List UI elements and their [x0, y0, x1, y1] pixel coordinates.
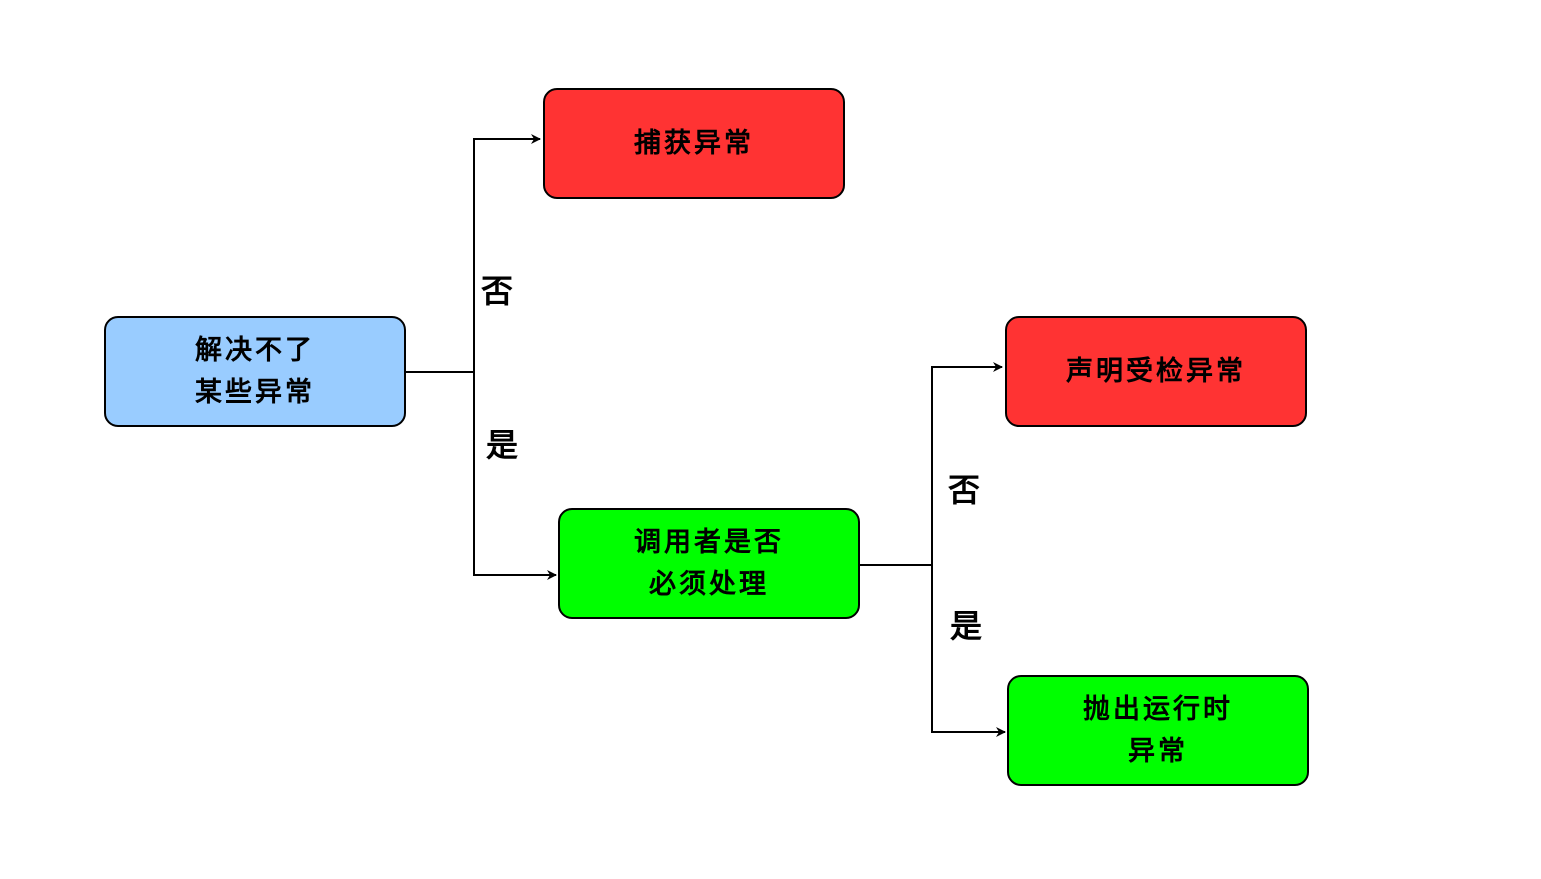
node-catch-exception[interactable]: 捕获异常 [543, 88, 845, 199]
node-caller-must-handle[interactable]: 调用者是否 必须处理 [558, 508, 860, 619]
edge-root-to-caller [473, 372, 557, 580]
node-throw-runtime-exception[interactable]: 抛出运行时 异常 [1007, 675, 1309, 786]
edge-label-no-declare: 否 [948, 471, 981, 509]
edge-label-yes-caller: 是 [486, 426, 519, 464]
edge-root-to-catch [405, 134, 541, 373]
edge-caller-to-declare [860, 362, 1003, 566]
edge-caller-to-throw [931, 565, 1006, 737]
edge-label-no-catch: 否 [481, 272, 514, 310]
node-declare-checked-exception[interactable]: 声明受检异常 [1005, 316, 1307, 427]
node-root-unresolvable-exception[interactable]: 解决不了 某些异常 [104, 316, 406, 427]
edge-label-yes-throw: 是 [950, 607, 983, 645]
